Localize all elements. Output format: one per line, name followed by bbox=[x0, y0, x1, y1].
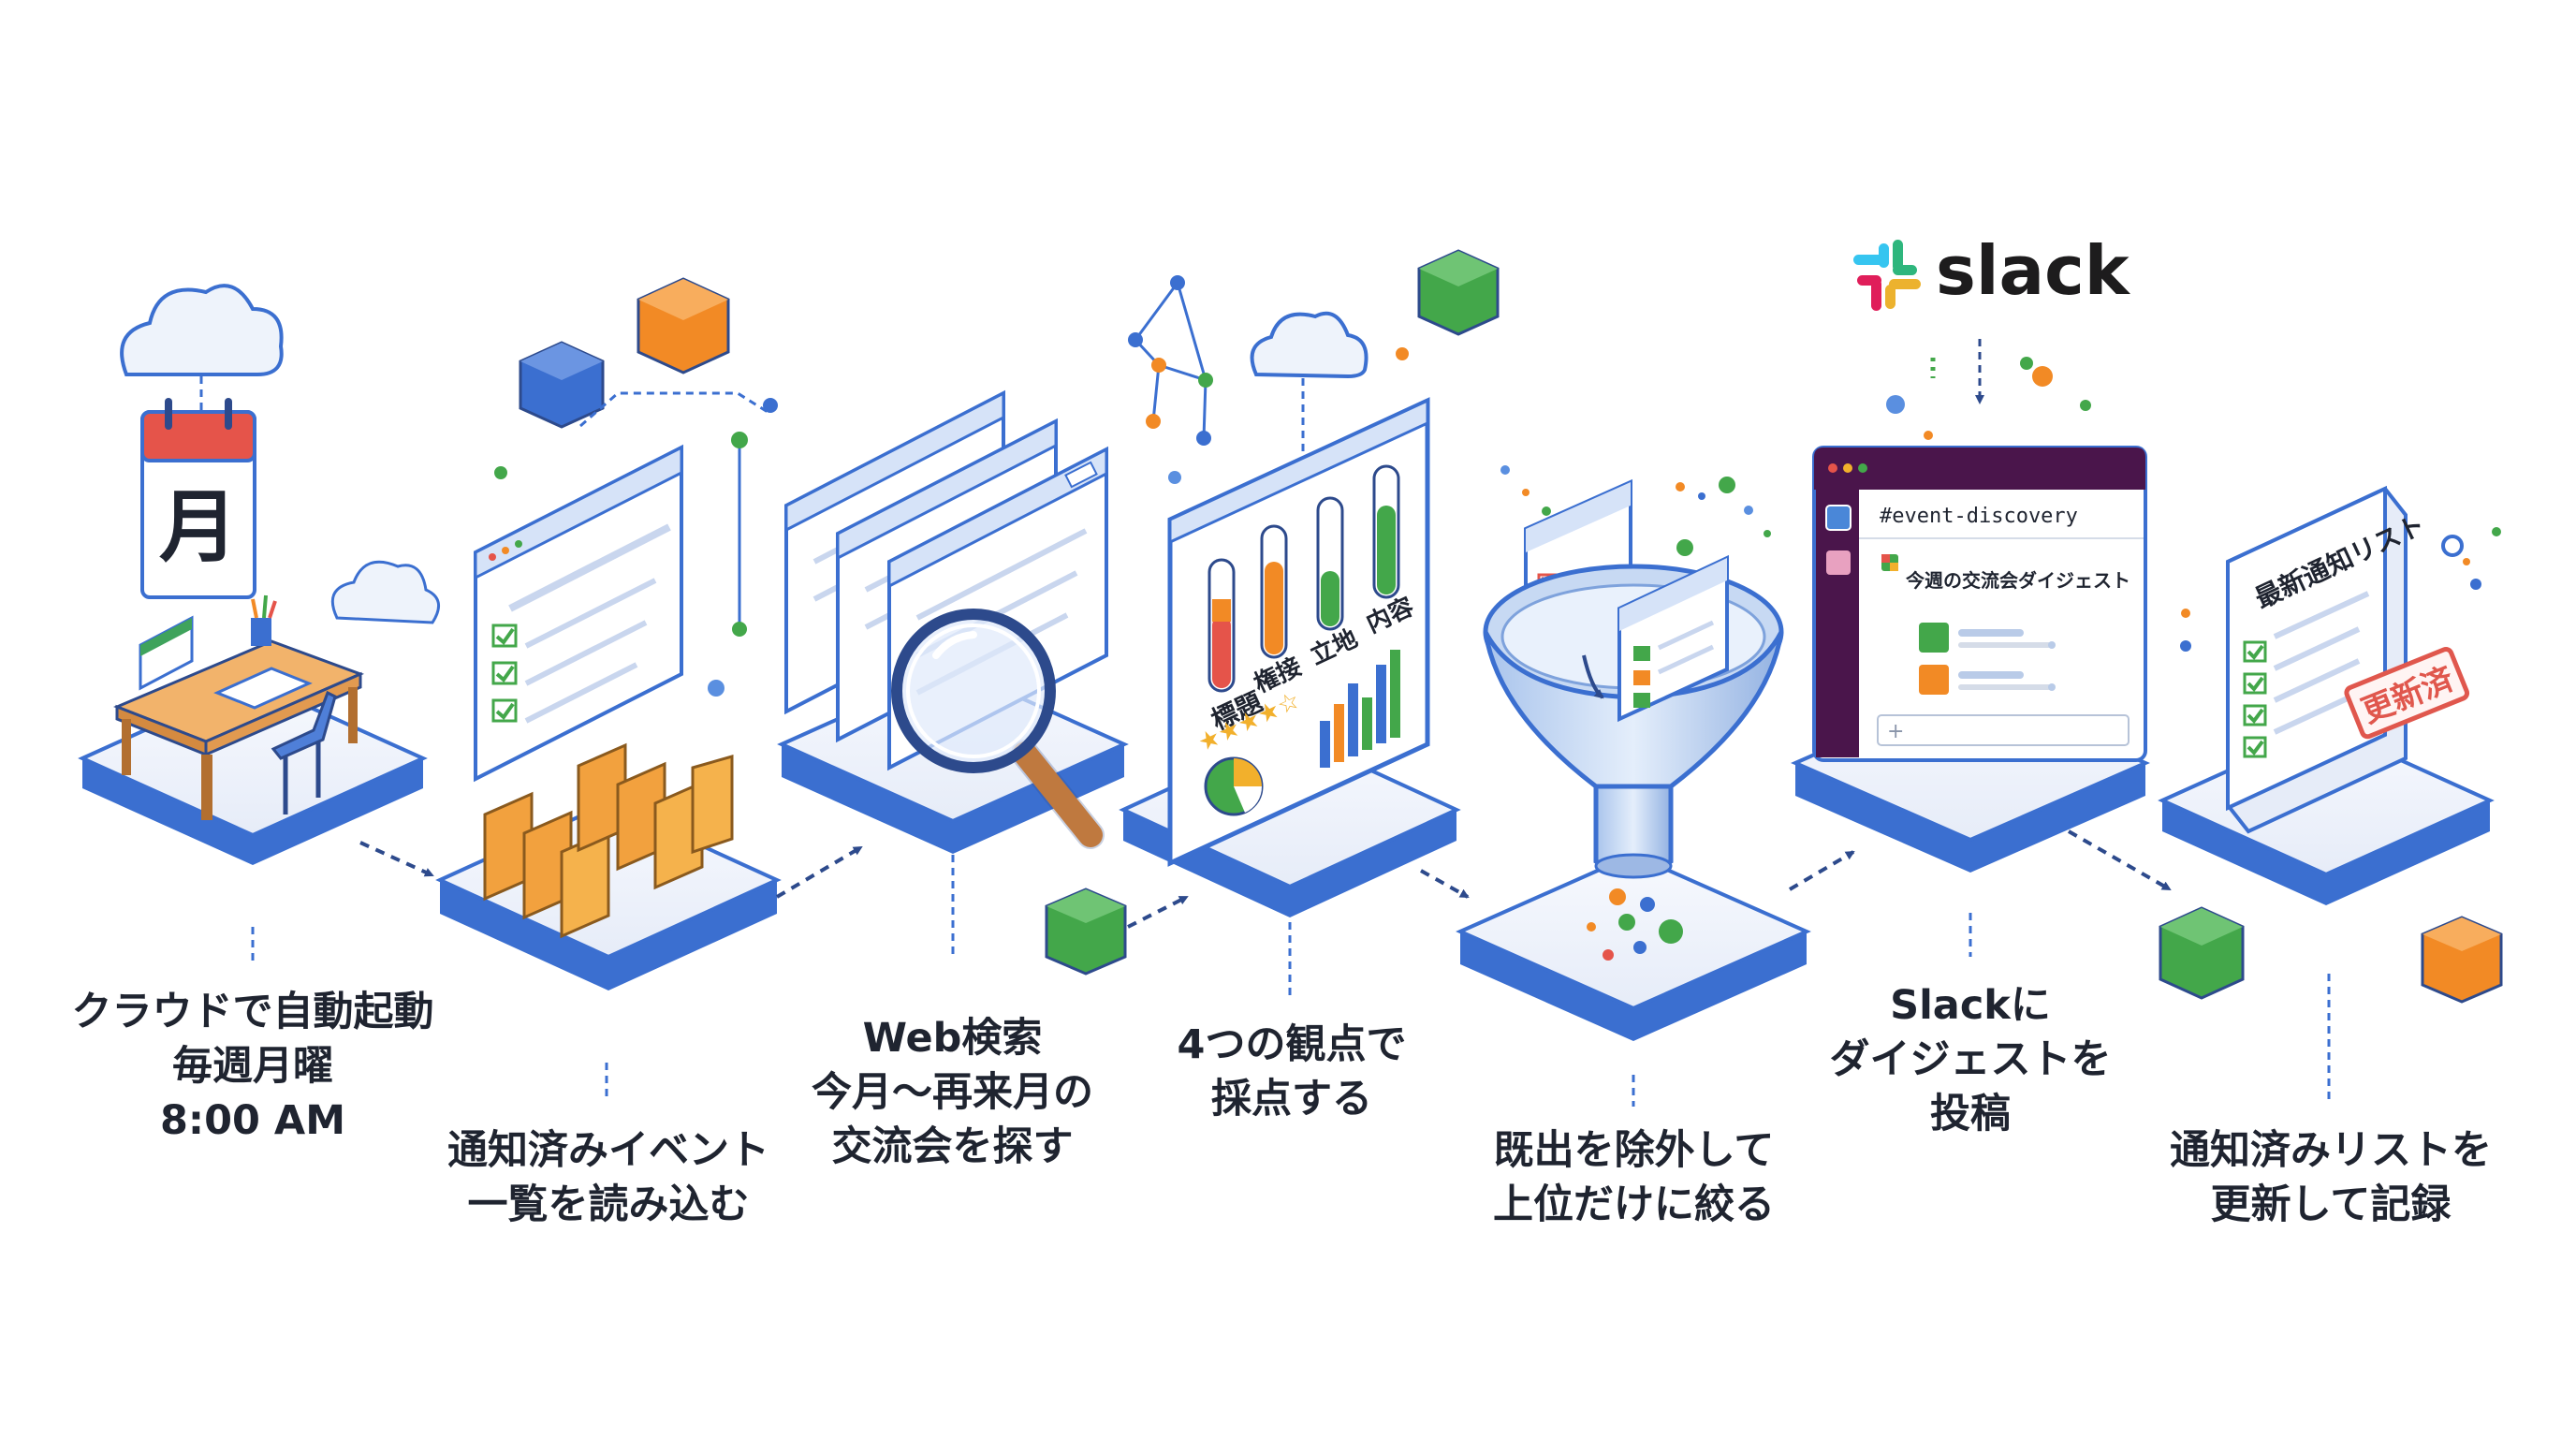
slack-window: #event-discovery 今週の交流会ダイジェスト + bbox=[1812, 446, 2147, 762]
step-2-illustration bbox=[474, 277, 778, 939]
cloud-icon bbox=[120, 284, 284, 376]
step-7-caption: 通知済みリストを 更新して記録 bbox=[2144, 1123, 2518, 1232]
post-title: 今週の交流会ダイジェスト bbox=[1906, 569, 2130, 592]
cube-icon bbox=[1417, 249, 1500, 336]
step-3-illustration bbox=[784, 389, 1127, 976]
flow-arrow bbox=[1788, 850, 1855, 891]
step-6-caption: Slackに ダイジェストを 投稿 bbox=[1793, 978, 2148, 1141]
caption-line: 更新して記録 bbox=[2210, 1181, 2452, 1228]
step-3-caption: Web検索 今月〜再来月の 交流会を探す bbox=[777, 1011, 1128, 1174]
document-icon: 最新通知リスト bbox=[2226, 485, 2430, 834]
step-5-caption: 既出を除外して 上位だけに絞る bbox=[1449, 1123, 1819, 1232]
pie-chart-icon bbox=[1204, 756, 1264, 816]
cube-icon bbox=[1045, 888, 1127, 976]
caption-line: ダイジェストを bbox=[1829, 1036, 2112, 1083]
cube-icon bbox=[2421, 916, 2503, 1004]
test-tube-icon bbox=[1260, 524, 1288, 659]
composer-add-icon[interactable]: + bbox=[1887, 720, 1904, 743]
step-7-illustration: 最新通知リスト 更新済 bbox=[2159, 485, 2503, 1100]
test-tube-icon bbox=[1372, 464, 1400, 599]
platform-step-5 bbox=[1456, 852, 1811, 1041]
scoring-board: 標題 権接 立地 内容 ★★★★☆ bbox=[1167, 397, 1430, 867]
caption-line: クラウドで自動起動 bbox=[71, 989, 434, 1035]
calendar-month-glyph: 月 bbox=[159, 481, 238, 573]
step-2-caption: 通知済みイベント 一覧を読み込む bbox=[417, 1123, 800, 1232]
caption-line: Web検索 bbox=[862, 1015, 1043, 1062]
slack-logo-icon bbox=[1853, 240, 1921, 311]
caption-line: 通知済みリストを bbox=[2170, 1127, 2492, 1174]
post-attachment bbox=[1919, 623, 2056, 695]
step-5-illustration bbox=[1483, 465, 1784, 961]
caption-line: 一覧を読み込む bbox=[467, 1181, 750, 1228]
step-4-caption: 4つの観点で 採点する bbox=[1123, 1018, 1460, 1126]
desk-icon bbox=[113, 594, 365, 820]
cube-icon bbox=[637, 277, 730, 374]
channel-name[interactable]: #event-discovery bbox=[1880, 505, 2078, 528]
cloud-icon bbox=[1250, 311, 1368, 379]
cube-icon bbox=[519, 341, 605, 429]
confetti bbox=[1500, 465, 1771, 556]
calendar-icon: 月 bbox=[140, 398, 256, 599]
test-tube-icon bbox=[1316, 496, 1344, 631]
caption-line: 通知済みイベント bbox=[447, 1127, 769, 1174]
browser-window-icon bbox=[474, 444, 683, 783]
step-4-illustration: 標題 権接 立地 内容 ★★★★☆ bbox=[1128, 249, 1500, 867]
caption-line: 採点する bbox=[1211, 1076, 1372, 1123]
flow-arrow bbox=[2068, 829, 2172, 891]
message-composer[interactable]: + bbox=[1877, 714, 2130, 746]
folder-icon bbox=[483, 742, 734, 939]
slack-post[interactable]: 今週の交流会ダイジェスト bbox=[1881, 554, 2130, 592]
step-6-illustration: slack #event-discovery 今週の交流会ダイジェスト bbox=[1812, 231, 2147, 957]
caption-line: 上位だけに絞る bbox=[1493, 1181, 1775, 1228]
step-1-illustration: 月 bbox=[113, 284, 441, 820]
caption-line: 毎週月曜 bbox=[172, 1043, 333, 1090]
slack-brand-text: slack bbox=[1936, 231, 2131, 310]
bar-chart-icon bbox=[1320, 650, 1400, 768]
caption-line: 4つの観点で bbox=[1177, 1021, 1407, 1068]
step-1-caption: クラウドで自動起動 毎週月曜 8:00 AM bbox=[56, 985, 449, 1148]
caption-line: 投稿 bbox=[1930, 1091, 2011, 1137]
caption-line: Slackに bbox=[1890, 982, 2051, 1029]
vertical-guides bbox=[251, 922, 1635, 1107]
flow-arrow bbox=[775, 845, 863, 899]
caption-line: 8:00 AM bbox=[160, 1097, 345, 1144]
flow-arrow bbox=[359, 841, 434, 877]
caption-line: 今月〜再来月の bbox=[812, 1069, 1093, 1116]
test-tube-icon bbox=[1208, 558, 1236, 693]
caption-line: 既出を除外して bbox=[1493, 1127, 1775, 1174]
confetti bbox=[1587, 888, 1683, 961]
document-icon bbox=[1617, 554, 1729, 723]
magnifier-icon bbox=[891, 609, 1105, 849]
flow-arrow bbox=[1420, 869, 1470, 899]
flow-arrow bbox=[1127, 895, 1189, 929]
cloud-icon bbox=[331, 560, 441, 624]
network-icon bbox=[1128, 275, 1213, 484]
cube-icon bbox=[2159, 906, 2245, 1000]
flow-arrows bbox=[359, 829, 2172, 929]
caption-line: 交流会を探す bbox=[831, 1123, 1074, 1170]
